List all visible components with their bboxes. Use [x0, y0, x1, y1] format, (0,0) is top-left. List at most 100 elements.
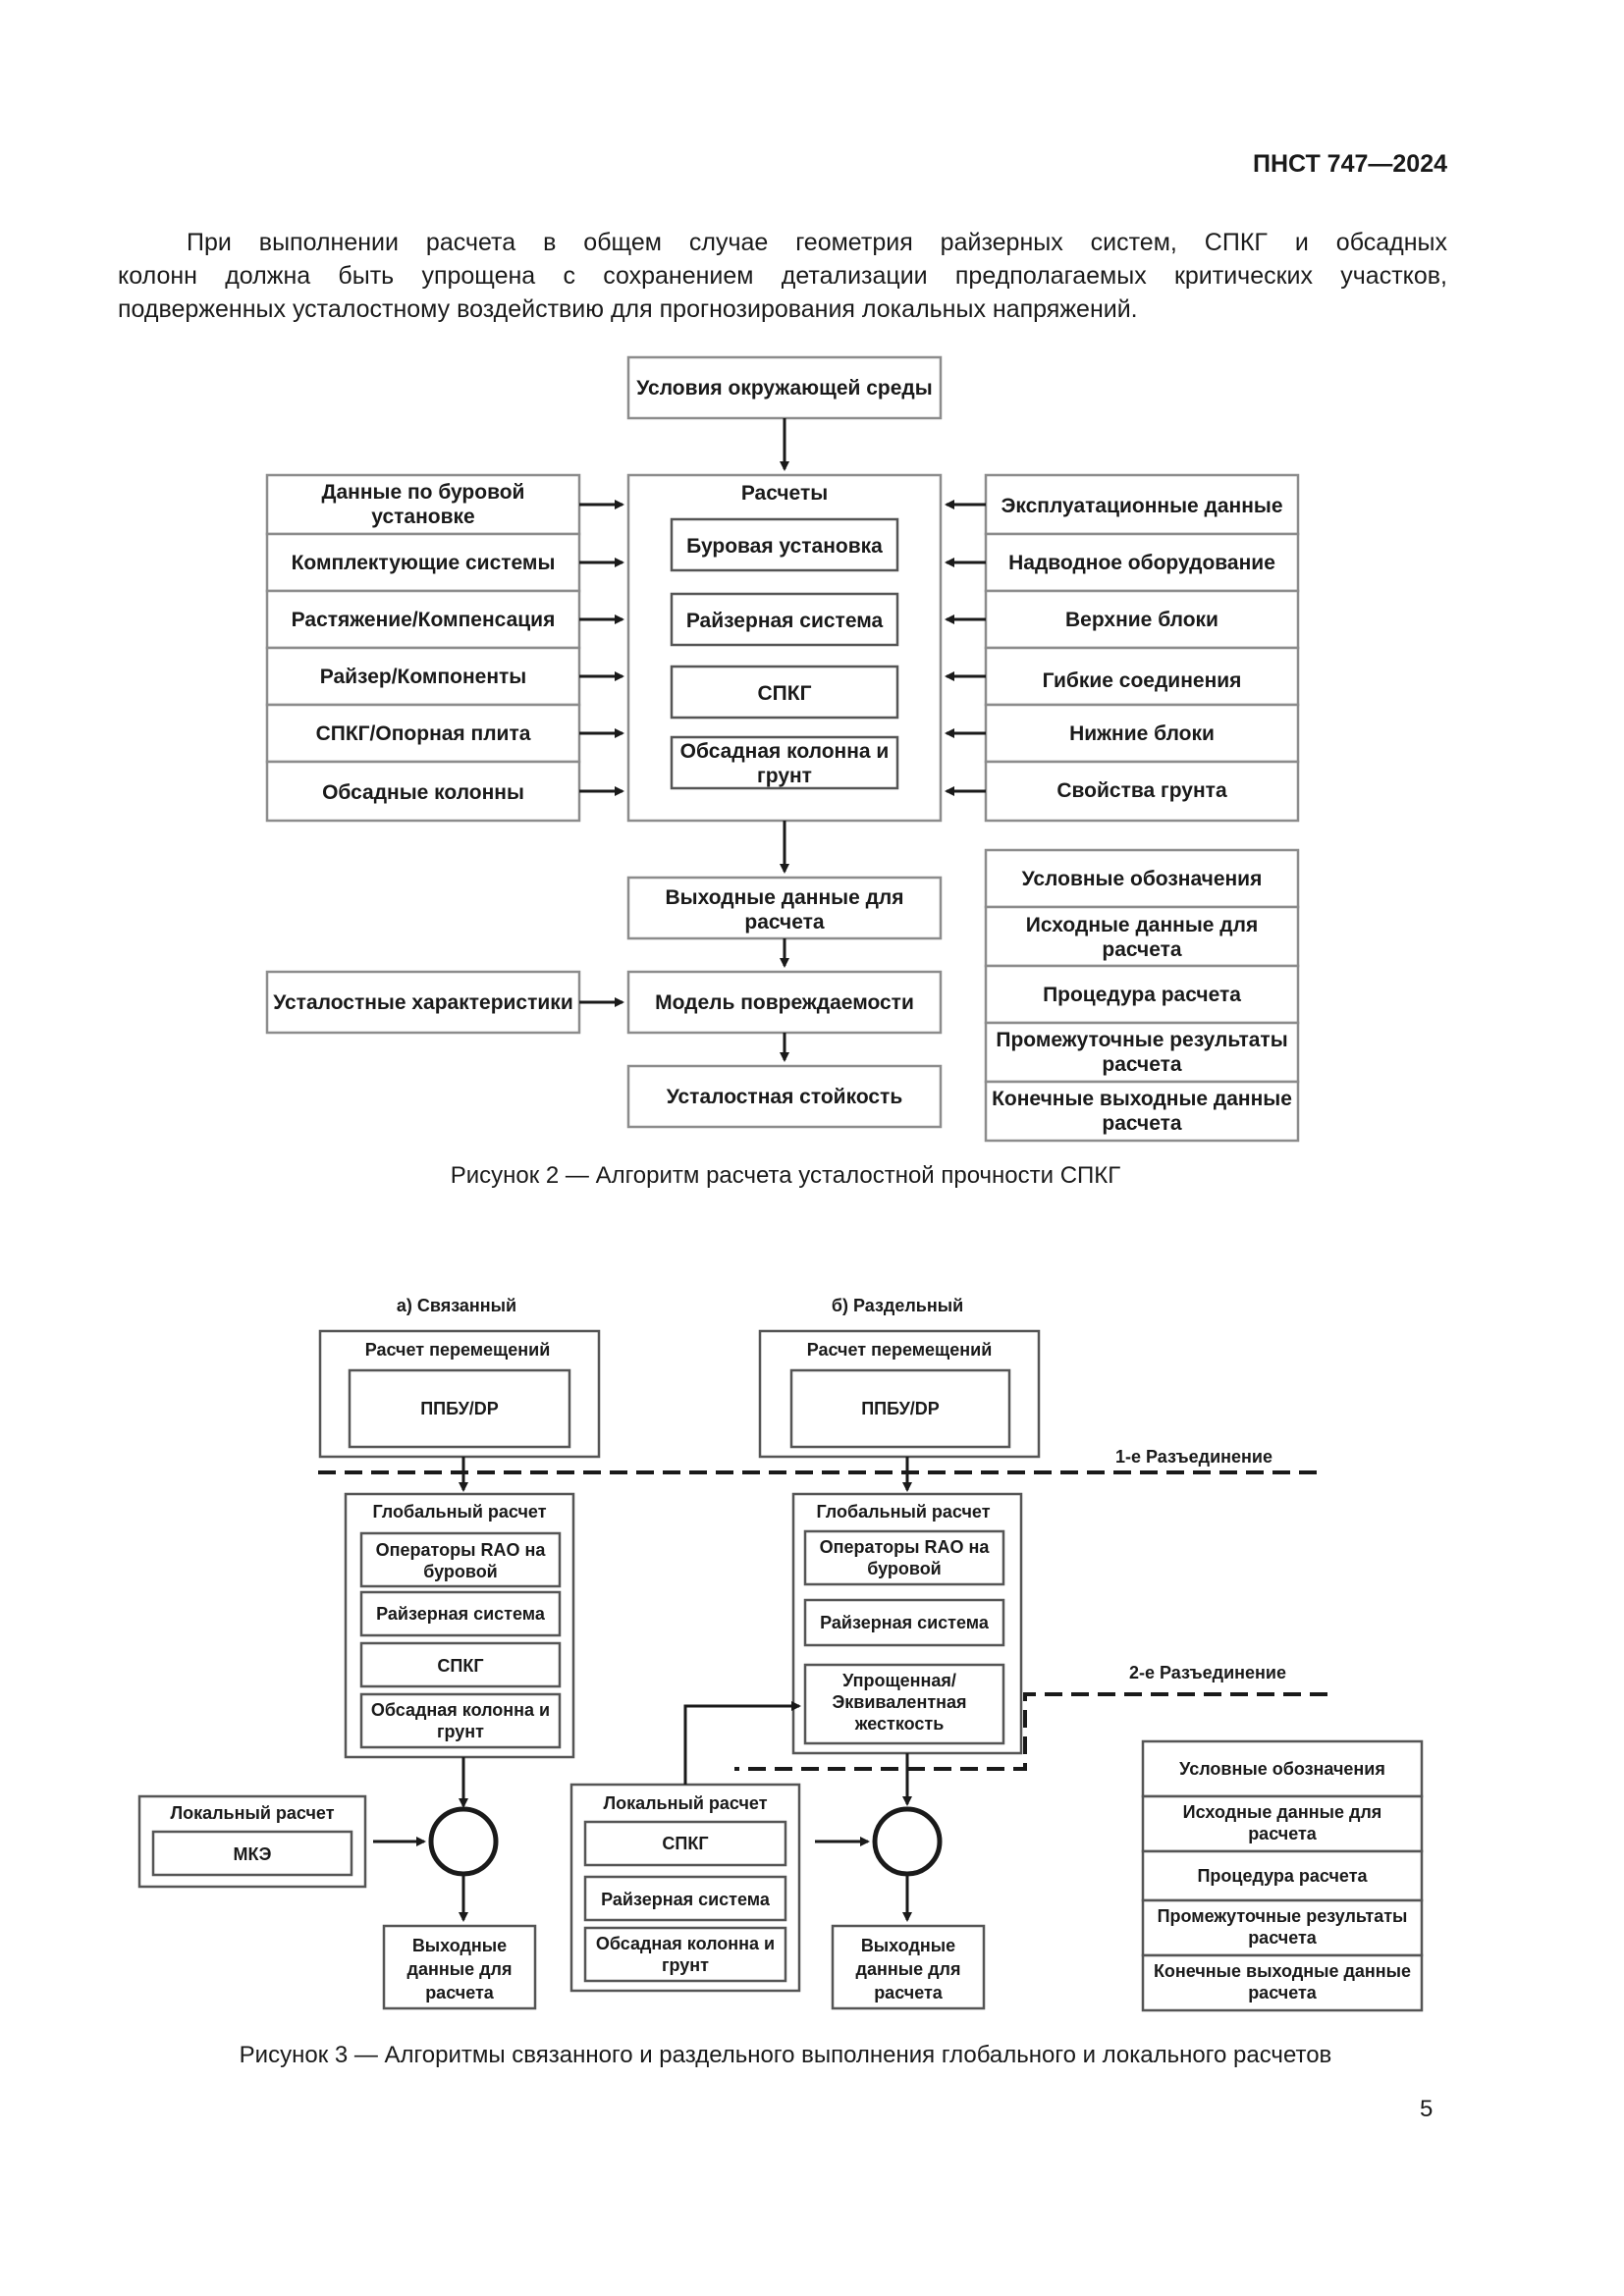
legend3-title: Условные обозначения — [1179, 1759, 1385, 1779]
figure-2: Условия окружающей среды Расчеты Буровая… — [265, 355, 1300, 1143]
coupled-global-title: Глобальный расчет — [372, 1502, 546, 1522]
left-input-tension: Растяжение/Компенсация — [292, 609, 556, 631]
legend-input-l2: расчета — [1102, 938, 1182, 961]
right-input-box — [984, 473, 1300, 536]
left-input-riser: Райзер/Компоненты — [320, 666, 527, 688]
coupled-output-box — [382, 1924, 537, 2010]
decoupled-local-riser-box — [583, 1875, 787, 1922]
separation-label-2: 2-е Разъединение — [1129, 1663, 1286, 1682]
legend3-input-l1: Исходные данные для — [1183, 1802, 1382, 1822]
right-input-flex: Гибкие соединения — [1043, 669, 1242, 692]
fatigue-props-box — [265, 970, 581, 1035]
right-input-box — [984, 646, 1300, 707]
right-input-box — [984, 760, 1300, 823]
coupled-local-title: Локальный расчет — [170, 1803, 334, 1823]
left-input-components: Комплектующие системы — [292, 552, 556, 574]
coupled-fem-box — [151, 1830, 353, 1877]
legend3-final-l2: расчета — [1248, 1983, 1318, 2002]
left-input-rig-l2: установке — [371, 506, 474, 528]
decoupled-casing-box — [583, 1926, 787, 1983]
coupled-title: а) Связанный — [397, 1296, 516, 1315]
coupled-vessel-label: ППБУ/DP — [420, 1399, 499, 1418]
legend3-final-l1: Конечные выходные данные — [1154, 1961, 1411, 1981]
decoupled-global-title: Глобальный расчет — [816, 1502, 990, 1522]
fatigue-life-box — [626, 1064, 943, 1129]
right-input-soil: Свойства грунта — [1056, 779, 1227, 802]
coupled-output-l1: Выходные — [412, 1936, 507, 1955]
figure-3: а) Связанный Расчет перемещений ППБУ/DP … — [137, 1296, 1424, 2012]
decoupled-simplified-l1: Упрощенная/ — [842, 1671, 956, 1690]
right-input-surface: Надводное оборудование — [1008, 552, 1275, 574]
decoupled-local-title: Локальный расчет — [603, 1793, 767, 1813]
decoupled-casing-l2: грунт — [662, 1955, 709, 1975]
intro-paragraph: При выполнении расчета в общем случае ге… — [118, 226, 1447, 326]
coupled-rao-box — [359, 1531, 562, 1588]
legend-final-box — [984, 1080, 1300, 1143]
decoupled-casing-l1: Обсадная колонна и — [596, 1934, 775, 1953]
right-input-upper: Верхние блоки — [1065, 609, 1218, 631]
coupled-fem-label: МКЭ — [233, 1844, 271, 1864]
calc-item-box — [670, 592, 899, 647]
calc-item-box — [670, 517, 899, 572]
arrow-local-to-simplified — [683, 1701, 801, 1785]
paragraph-line: колонн должна быть упрощена с сохранение… — [118, 262, 1447, 290]
left-input-box — [265, 473, 581, 536]
left-input-bop: СПКГ/Опорная плита — [316, 722, 531, 745]
legend-final-l1: Конечные выходные данные — [992, 1088, 1292, 1110]
coupled-displacement-title: Расчет перемещений — [365, 1340, 551, 1360]
document-header: ПНСТ 747—2024 — [1253, 150, 1447, 178]
output-l2: расчета — [744, 911, 825, 934]
calc-item-box — [670, 665, 899, 720]
legend-input-l1: Исходные данные для — [1026, 914, 1258, 936]
left-input-rig-l1: Данные по буровой — [322, 481, 525, 504]
output-l1: Выходные данные для — [665, 886, 903, 909]
coupled-riser-label: Райзерная система — [376, 1604, 546, 1624]
page-number: 5 — [1420, 2096, 1434, 2122]
decoupled-displacement-title: Расчет перемещений — [807, 1340, 993, 1360]
calc-item-riser: Райзерная система — [686, 610, 884, 632]
damage-model-box — [626, 970, 943, 1035]
coupled-rao-l1: Операторы RAO на — [376, 1540, 547, 1560]
legend3-intermediate-l2: расчета — [1248, 1928, 1318, 1948]
decoupled-title: б) Раздельный — [832, 1296, 963, 1315]
decoupled-simplified-box — [803, 1663, 1005, 1745]
coupled-casing-l2: грунт — [437, 1722, 484, 1741]
decoupled-riser-box — [803, 1598, 1005, 1647]
right-input-operational: Эксплуатационные данные — [1001, 495, 1282, 517]
calc-item-rig: Буровая установка — [686, 535, 883, 558]
coupled-output-l2: данные для — [407, 1959, 513, 1979]
paragraph-line: При выполнении расчета в общем случае ге… — [187, 229, 1447, 256]
legend-title-box — [984, 848, 1300, 909]
right-input-lower: Нижние блоки — [1069, 722, 1215, 745]
coupled-output-l3: расчета — [425, 1983, 495, 2002]
legend-title: Условные обозначения — [1022, 868, 1263, 890]
env-label: Условия окружающей среды — [636, 377, 932, 400]
decoupled-vessel-label: ППБУ/DP — [861, 1399, 940, 1418]
coupled-combine-node — [428, 1806, 499, 1877]
decoupled-rao-box — [803, 1529, 1005, 1586]
left-input-box — [265, 589, 581, 650]
left-input-casing: Обсадные колонны — [322, 781, 524, 804]
coupled-bop-box — [359, 1641, 562, 1688]
fatigue-life-label: Усталостная стойкость — [667, 1086, 903, 1108]
decoupled-riser-label: Райзерная система — [820, 1613, 990, 1632]
decoupled-vessel-box — [789, 1368, 1011, 1449]
legend3-input-l2: расчета — [1248, 1824, 1318, 1843]
right-input-box — [984, 532, 1300, 593]
calc-item-box — [670, 735, 899, 790]
legend3-intermediate-box — [1141, 1898, 1424, 1957]
legend-input-box — [984, 905, 1300, 968]
separation-label-1: 1-е Разъединение — [1115, 1447, 1272, 1467]
decoupled-local-riser-label: Райзерная система — [601, 1890, 771, 1909]
decoupled-simplified-l2: Эквивалентная — [832, 1692, 966, 1712]
decoupled-simplified-l3: жесткость — [854, 1714, 945, 1734]
decoupled-output-l2: данные для — [856, 1959, 961, 1979]
decoupled-combine-node — [872, 1806, 943, 1877]
legend-intermediate-box — [984, 1021, 1300, 1084]
right-input-box — [984, 589, 1300, 650]
calc-item-casing-l2: грунт — [757, 765, 812, 787]
damage-model-label: Модель повреждаемости — [655, 991, 914, 1014]
coupled-bop-label: СПКГ — [437, 1656, 483, 1676]
legend-procedure: Процедура расчета — [1043, 984, 1241, 1006]
